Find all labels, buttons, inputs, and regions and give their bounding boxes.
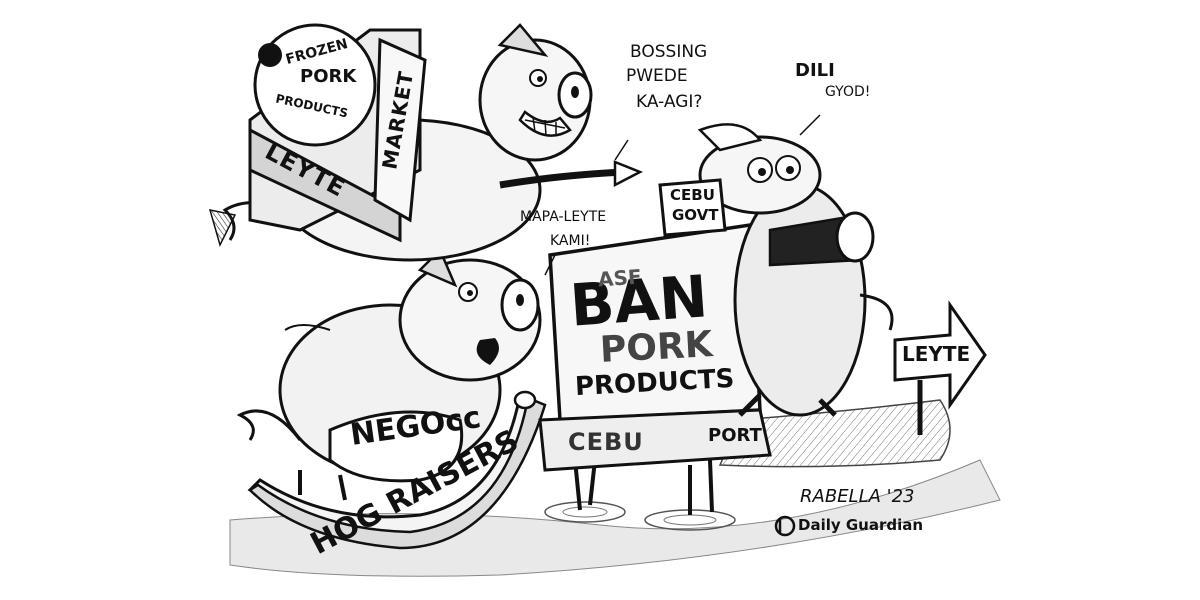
products-big-label: PRODUCTS <box>574 363 736 403</box>
speech-pointers <box>544 114 821 276</box>
hog-raisers-banner <box>247 390 547 550</box>
speech-mapa-line-2: KAMI! <box>550 233 591 249</box>
pork-small-label: PORK <box>300 66 357 87</box>
ban-sign <box>538 222 772 515</box>
pork-big-label: PORK <box>598 324 714 371</box>
leyte-arrow-sign <box>893 300 987 435</box>
speech-bossing-line-3: KA-AGI? <box>636 92 703 112</box>
leyte-market-box <box>248 23 427 243</box>
speech-dili-line-1: DILI <box>795 60 835 81</box>
speech-mapa-line-1: MAPA-LEYTE <box>520 209 607 225</box>
negocc-pig <box>236 247 542 501</box>
cebu-port-label-2: PORT <box>708 425 762 446</box>
speech-bossing-line-2: PWEDE <box>626 66 688 86</box>
cebu-govt-label-1: CEBU <box>670 186 715 204</box>
speech-bossing-line-1: BOSSING <box>630 42 708 62</box>
cebu-govt-label-2: GOVT <box>672 206 719 224</box>
cebu-govt-pig <box>658 123 894 417</box>
cebu-port-label-1: CEBU <box>568 428 644 456</box>
artist-signature: RABELLA '23 <box>800 486 915 507</box>
speech-dili-line-2: GYOD! <box>825 84 871 100</box>
leyte-arrow-label: LEYTE <box>902 342 971 366</box>
asf-label: ASF <box>597 264 643 292</box>
daily-guardian-logo <box>774 515 796 537</box>
publisher-name: Daily Guardian <box>798 516 924 534</box>
